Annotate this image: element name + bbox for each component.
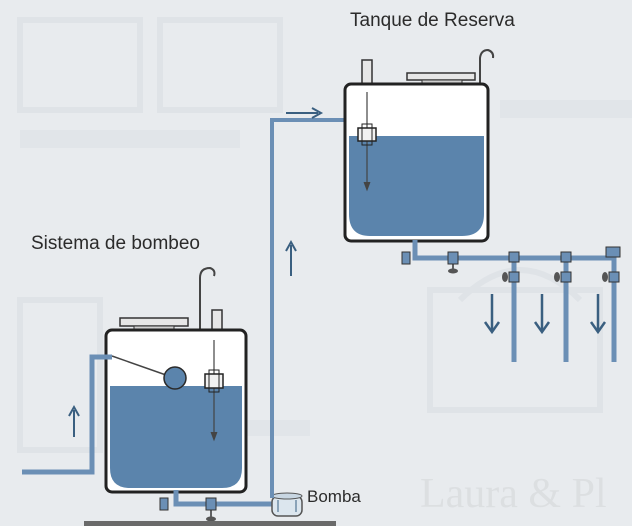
arrow-down-icon — [483, 294, 501, 335]
pump-icon — [271, 492, 303, 517]
distribution-main — [412, 240, 616, 261]
branch-valves — [502, 246, 621, 283]
ground-slab — [84, 521, 336, 526]
inlet-pipe — [22, 354, 112, 475]
arrow-up-icon — [285, 239, 297, 276]
float-ball — [163, 366, 187, 390]
pump-label: Bomba — [307, 487, 361, 506]
rising-main-pipe — [270, 118, 362, 498]
pump-tank — [104, 266, 248, 494]
arrow-up-icon — [68, 404, 80, 437]
pump-suction-pipe — [173, 490, 272, 507]
pump-tank-water — [110, 386, 242, 488]
valve-icon — [159, 497, 217, 522]
float-valve-icon — [357, 127, 377, 142]
arrow-down-icon — [533, 294, 551, 335]
reserve-tank-water — [349, 136, 484, 236]
reserve-tank-title: Tanque de Reserva — [350, 10, 515, 31]
valve-icon — [401, 251, 459, 274]
watermark: Laura & Pl — [420, 471, 607, 517]
float-valve-icon — [204, 373, 224, 389]
arrow-down-icon — [589, 294, 607, 335]
arrow-right-icon — [286, 107, 324, 119]
pump-system-title: Sistema de bombeo — [31, 233, 200, 254]
reserve-tank — [343, 48, 495, 243]
